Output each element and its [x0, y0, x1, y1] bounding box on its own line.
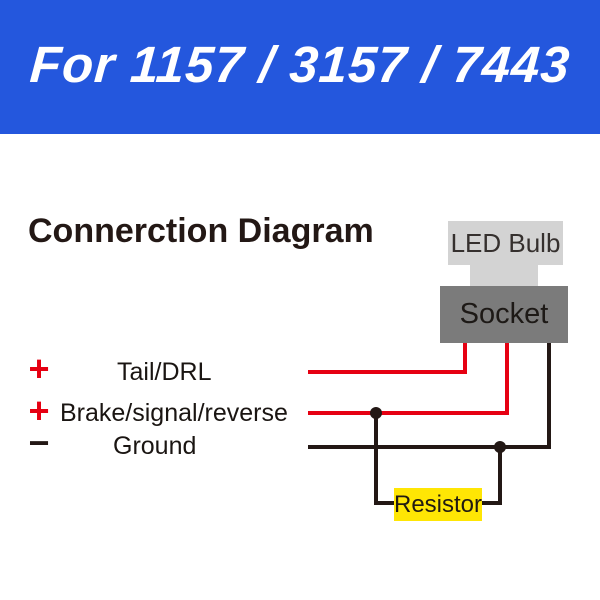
resistor-branch-left-vertical — [374, 411, 378, 505]
socket-box: Socket — [440, 286, 568, 343]
resistor-label: Resistor — [393, 490, 483, 518]
resistor-box: Resistor — [394, 488, 482, 521]
brake-wire-vertical — [505, 343, 509, 415]
led-bulb-box: LED Bulb — [448, 221, 563, 265]
resistor-branch-left-stub — [374, 501, 396, 505]
brake-wire-horizontal — [308, 411, 509, 415]
resistor-branch-right-stub — [482, 501, 502, 505]
brake-wire-junction-dot — [370, 407, 382, 419]
resistor-branch-right-vertical — [498, 445, 502, 505]
ground-wire-junction-dot — [494, 441, 506, 453]
ground-polarity-sign: − — [28, 422, 50, 463]
tail-drl-polarity-sign: + — [28, 348, 50, 389]
banner: For 1157 / 3157 / 7443 — [0, 0, 600, 134]
tail-drl-wire-vertical — [463, 343, 467, 374]
ground-wire-vertical — [547, 343, 551, 449]
brake-polarity-sign: + — [28, 390, 50, 431]
banner-title: For 1157 / 3157 / 7443 — [28, 35, 573, 93]
diagram-title: Connerction Diagram — [28, 212, 374, 250]
brake-label: Brake/signal/reverse — [60, 399, 288, 427]
tail-drl-label: Tail/DRL — [117, 358, 212, 386]
tail-drl-wire-horizontal — [308, 370, 467, 374]
led-bulb-label: LED Bulb — [450, 227, 561, 258]
ground-wire-horizontal — [308, 445, 551, 449]
ground-label: Ground — [113, 432, 197, 460]
bulb-socket-neck — [470, 263, 538, 289]
socket-label: Socket — [459, 298, 549, 330]
